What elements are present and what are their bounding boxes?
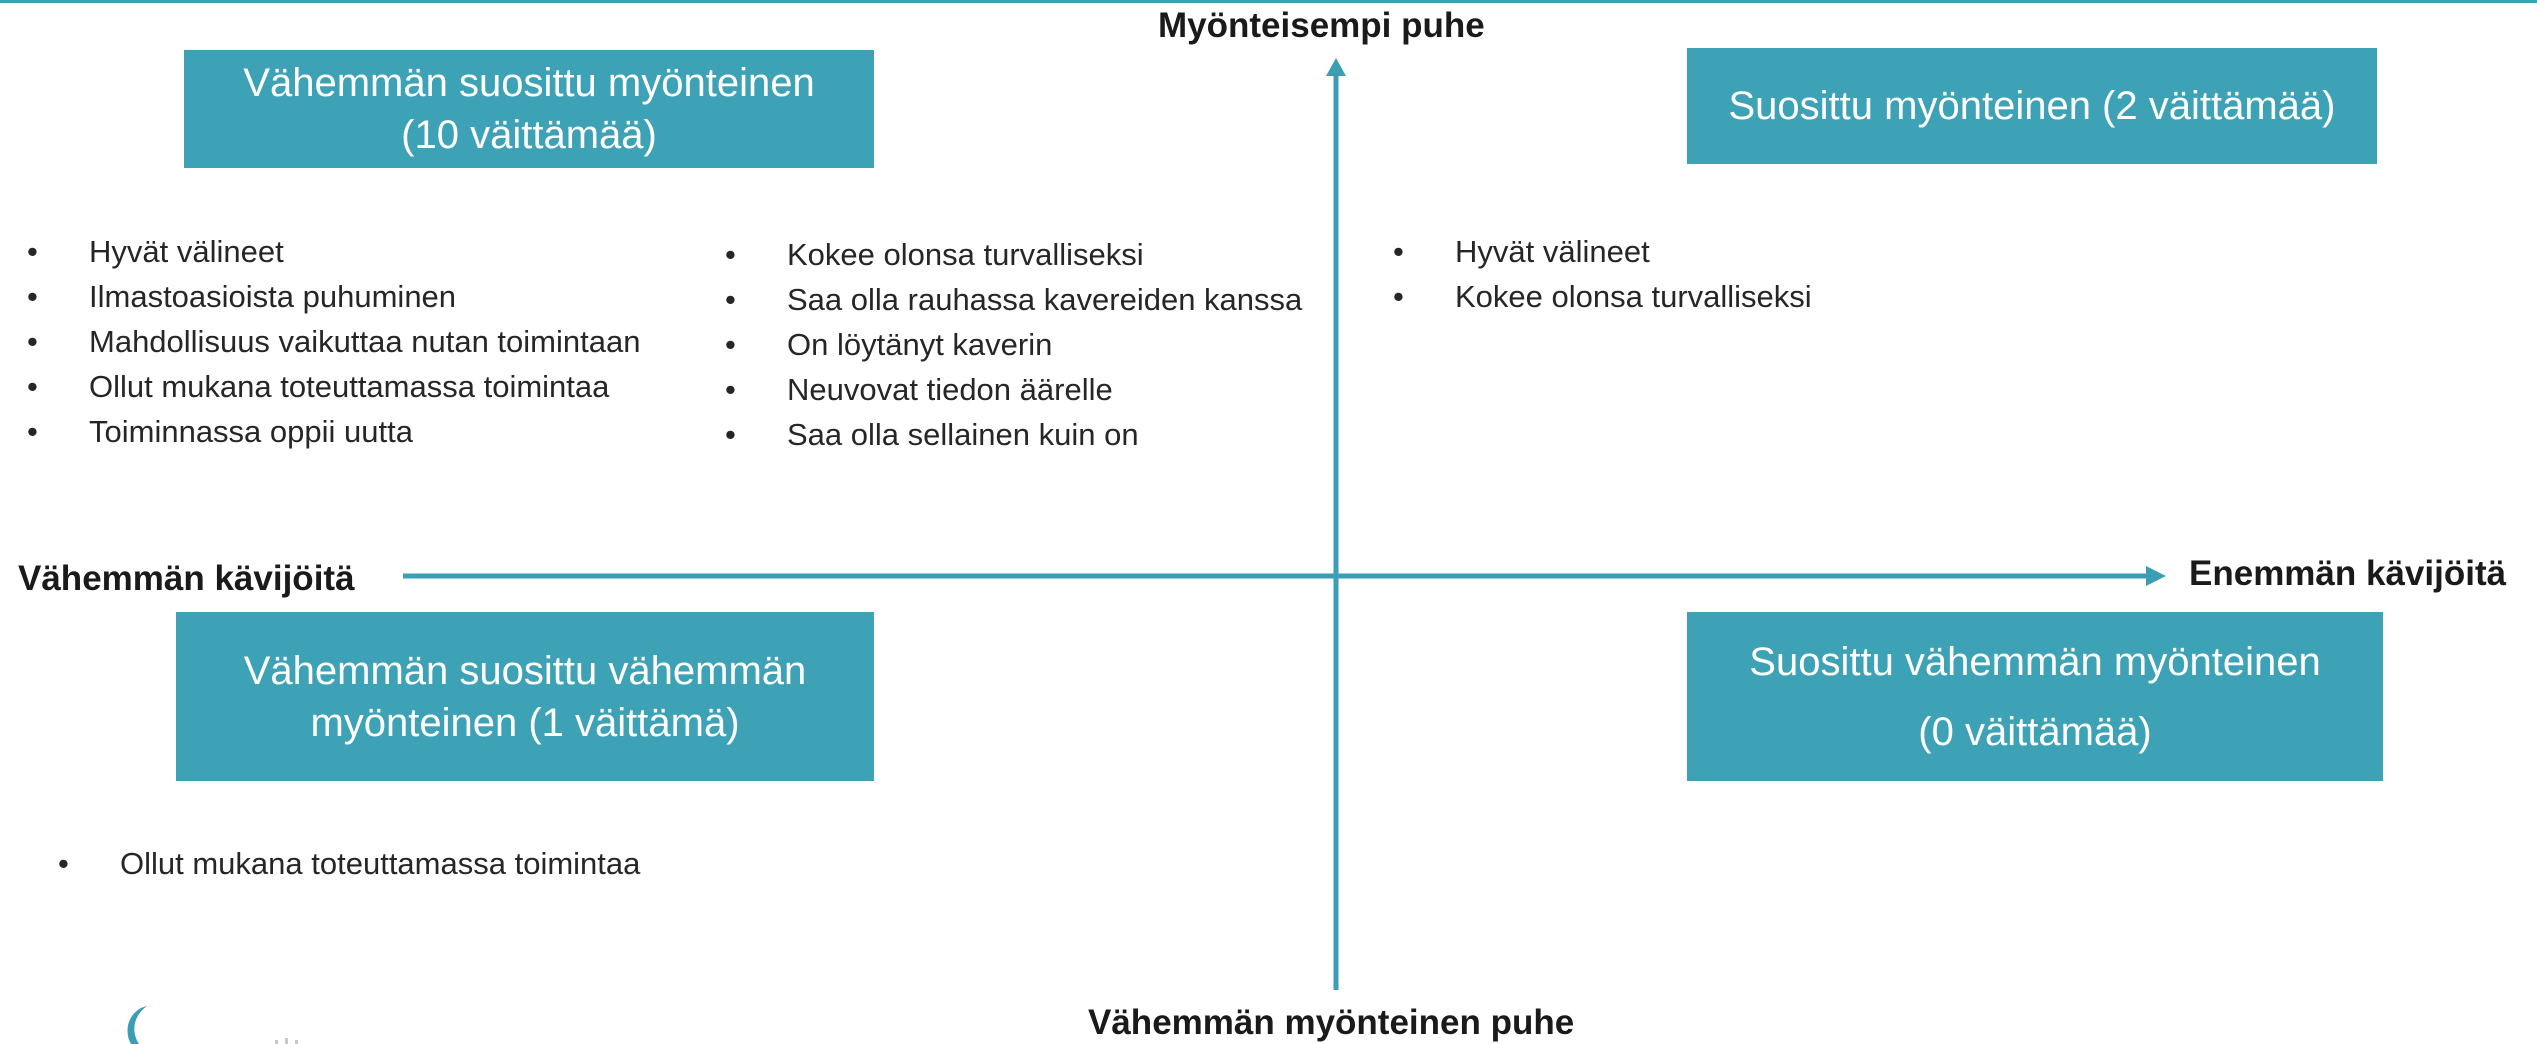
list-item: Ollut mukana toteuttamassa toimintaa <box>58 841 640 886</box>
list-item: Saa olla sellainen kuin on <box>725 412 1302 457</box>
quadrant-title-line1: Vähemmän suosittu myönteinen <box>243 61 815 105</box>
top-left-list-a: Hyvät välineet Ilmastoasioista puhuminen… <box>27 229 640 454</box>
quadrant-title-line1: Suosittu myönteinen (2 väittämää) <box>1728 84 2336 128</box>
quadrant-title-line1: Suosittu vähemmän myönteinen <box>1749 639 2321 684</box>
list-item: Toiminnassa oppii uutta <box>27 409 640 454</box>
list-item: Hyvät välineet <box>27 229 640 274</box>
axis-label-top: Myönteisempi puhe <box>1158 6 1485 45</box>
quadrant-bottom-right-box: Suosittu vähemmän myönteinen (0 väittämä… <box>1687 612 2383 781</box>
quadrant-top-right-box: Suosittu myönteinen (2 väittämää) <box>1687 48 2377 164</box>
list-item: Saa olla rauhassa kavereiden kanssa <box>725 277 1302 322</box>
quadrant-top-left-box: Vähemmän suosittu myönteinen (10 väittäm… <box>184 50 874 168</box>
quadrant-title-line2: myönteinen (1 väittämä) <box>310 700 740 745</box>
horizontal-axis-arrowhead <box>2146 566 2166 586</box>
quadrant-bottom-left-box: Vähemmän suosittu vähemmän myönteinen (1… <box>176 612 874 781</box>
top-left-list-b: Kokee olonsa turvalliseksi Saa olla rauh… <box>725 232 1302 457</box>
list-item: Ollut mukana toteuttamassa toimintaa <box>27 364 640 409</box>
list-item: Ilmastoasioista puhuminen <box>27 274 640 319</box>
list-item: Kokee olonsa turvalliseksi <box>1393 274 1812 319</box>
organization-logo <box>127 1006 298 1044</box>
quadrant-title-line2: (10 väittämää) <box>401 113 657 157</box>
top-right-list: Hyvät välineet Kokee olonsa turvalliseks… <box>1393 229 1812 319</box>
list-item: Mahdollisuus vaikuttaa nutan toimintaan <box>27 319 640 364</box>
quadrant-title-line1: Vähemmän suosittu vähemmän <box>243 648 807 693</box>
list-item: Kokee olonsa turvalliseksi <box>725 232 1302 277</box>
list-item: Hyvät välineet <box>1393 229 1812 274</box>
vertical-axis-arrowhead <box>1326 58 1346 76</box>
list-item: Neuvovat tiedon äärelle <box>725 367 1302 412</box>
axis-label-right: Enemmän kävijöitä <box>2189 554 2507 593</box>
list-item: On löytänyt kaverin <box>725 322 1302 367</box>
bottom-left-list: Ollut mukana toteuttamassa toimintaa <box>58 841 640 886</box>
axis-label-bottom: Vähemmän myönteinen puhe <box>1088 1003 1575 1042</box>
axis-label-left: Vähemmän kävijöitä <box>18 559 355 598</box>
quadrant-title-line2: (0 väittämää) <box>1918 709 2152 754</box>
top-rule <box>0 0 2537 3</box>
